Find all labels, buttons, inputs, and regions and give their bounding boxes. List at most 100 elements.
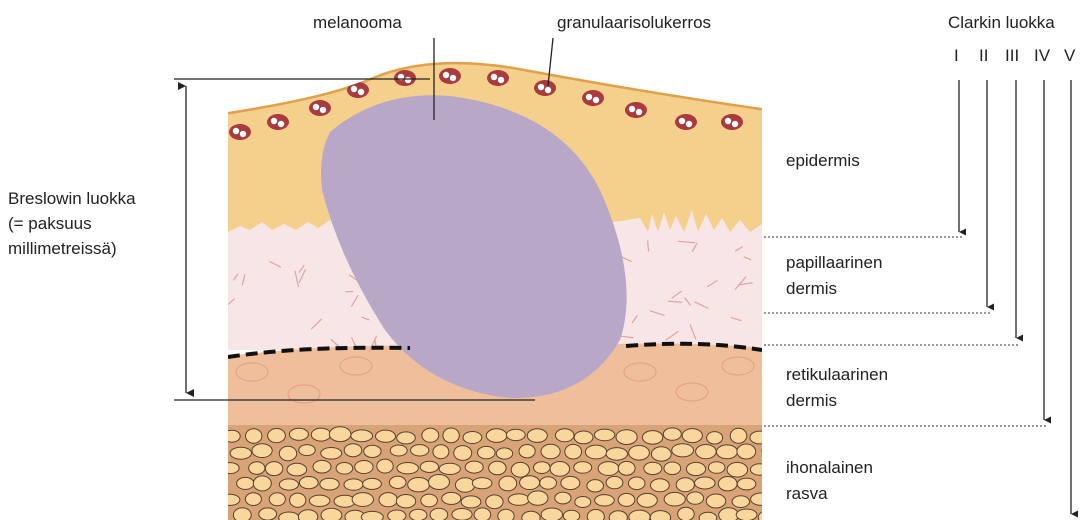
reticular-label-line2: dermis [786,388,837,414]
fat-cell [651,447,671,461]
fat-cell [555,492,571,504]
fat-cell [628,477,645,490]
fat-cell [574,431,593,444]
fat-cell [408,478,430,492]
fat-cell [344,444,362,457]
fat-cell [344,479,363,490]
fat-cell [389,476,406,488]
fat-cell [411,445,429,456]
granular-layer-label: granulaarisolukerros [557,10,711,36]
breslow-label-line3: millimetreissä) [8,236,117,262]
fat-cell [629,446,650,461]
fat-cell [269,493,285,506]
fat-cell [279,512,300,520]
fat-cell [396,495,415,508]
fat-cell [519,445,535,458]
fat-cell [696,445,717,459]
fat-cell [388,510,406,520]
fat-cell [421,494,438,507]
fat-cell [253,476,271,491]
granular-cell [625,102,647,118]
fat-cell [249,462,265,475]
fat-cell [478,446,496,458]
fat-cell [618,493,635,506]
fat-cell [298,510,317,520]
granular-cell [347,82,369,98]
subcutis-label-line1: ihonalainen [786,455,873,481]
fat-cell [750,464,769,475]
fat-cell [682,429,702,443]
fat-cell [687,492,704,504]
fat-cell [561,476,580,489]
fat-cell [594,429,614,441]
fat-cell [268,429,286,443]
fat-cell [452,509,472,520]
fat-cell [496,448,512,459]
fat-cell [219,494,240,505]
epidermis-label: epidermis [786,148,860,174]
fat-cell [550,462,570,477]
fat-cell [442,492,461,504]
papillary-label-line2: dermis [786,276,837,302]
fat-cell [309,495,330,506]
fat-cell [246,429,262,444]
fat-cell [522,511,540,520]
fat-cell [651,479,670,492]
fat-cell [351,430,373,442]
fat-cell [472,478,492,489]
fat-cell [764,478,781,492]
fat-cell [290,493,306,507]
granular-cell [439,68,461,84]
fat-cell [474,508,491,520]
fat-cell [287,463,307,476]
fat-cell [363,478,382,489]
fat-cell [695,477,716,489]
fat-cell [618,461,635,475]
fat-cell [311,428,330,441]
fat-cell [224,430,241,442]
granular-cell [394,70,416,86]
fat-cell [279,446,296,460]
fat-cell [637,493,657,507]
fat-cell [443,428,459,443]
fat-cell [706,494,725,508]
melanoma-label: melanooma [313,10,402,36]
fat-cell [732,496,749,508]
clark-level-ii: II [979,46,988,66]
fat-cell [461,496,481,508]
fat-cell [252,444,272,458]
fat-cell [629,510,650,520]
granular-cell [487,70,509,86]
fat-cell [587,480,604,492]
fat-cell [265,462,282,476]
fat-cell [663,428,681,440]
fat-cell [565,444,582,459]
fat-cell [422,428,439,442]
fat-cell [321,448,342,460]
fat-cell [719,508,739,520]
fat-cell [527,429,547,443]
fat-cell [587,509,604,520]
fat-cell [397,463,418,474]
fat-cell [737,478,756,490]
fat-cell [598,462,619,476]
fat-cell [321,508,342,520]
papillary-label-line1: papillaarinen [786,250,882,276]
fat-cell [499,476,517,491]
fat-cell [718,477,737,491]
granular-cell [582,90,604,106]
fat-cell [259,508,277,520]
clark-level-i: I [954,46,959,66]
fat-cell [233,508,251,520]
fat-cell [320,478,339,490]
fat-cell [376,430,396,442]
fat-cell [708,462,725,474]
fat-cell [616,430,637,445]
fat-cell [329,427,351,442]
fat-cell [575,497,591,508]
fat-cell [707,432,723,444]
fat-cell [439,463,460,474]
fat-cell [585,445,606,459]
fat-cell [463,432,482,444]
fat-cell [642,431,662,445]
